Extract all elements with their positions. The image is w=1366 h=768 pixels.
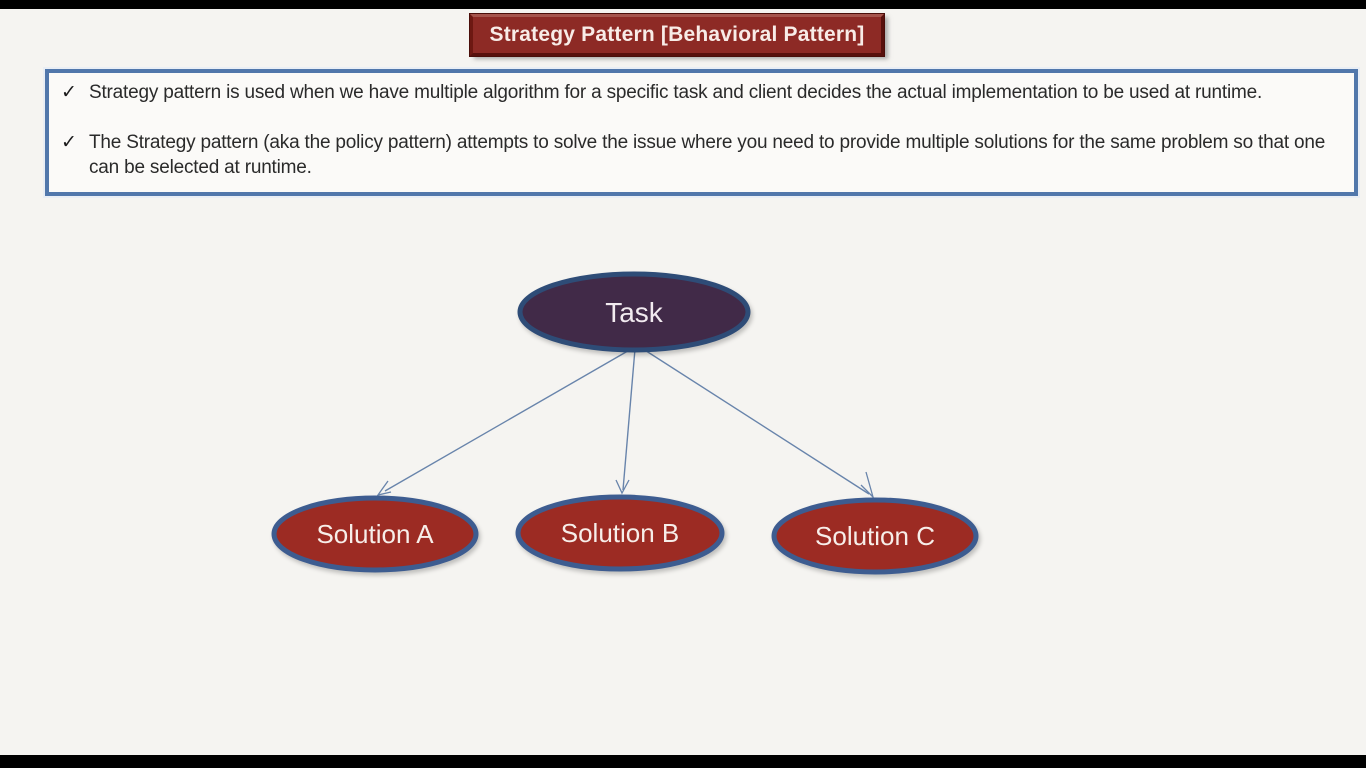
bullet-item: ✓ The Strategy pattern (aka the policy p… xyxy=(59,130,1344,180)
bullet-text: The Strategy pattern (aka the policy pat… xyxy=(89,132,1326,178)
title-banner: Strategy Pattern [Behavioral Pattern] xyxy=(469,13,885,57)
slide-title: Strategy Pattern [Behavioral Pattern] xyxy=(489,23,865,46)
bullet-text: Strategy pattern is used when we have mu… xyxy=(89,82,1263,103)
letterbox-top xyxy=(0,0,1366,9)
bullet-item: ✓ Strategy pattern is used when we have … xyxy=(59,80,1344,105)
letterbox-bottom xyxy=(0,755,1366,768)
notes-box: ✓ Strategy pattern is used when we have … xyxy=(45,69,1358,196)
checkmark-icon: ✓ xyxy=(61,82,77,103)
checkmark-icon: ✓ xyxy=(61,132,77,153)
